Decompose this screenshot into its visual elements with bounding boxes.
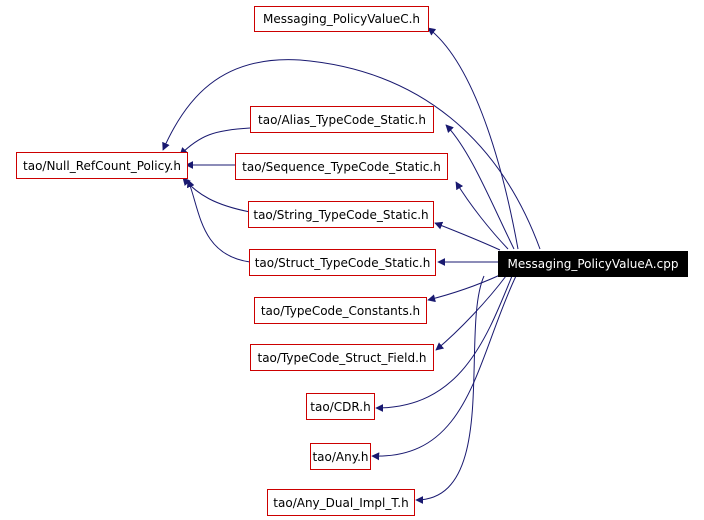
node-messaging-policy-value-a-root[interactable]: Messaging_PolicyValueA.cpp xyxy=(498,251,688,277)
node-string-typecode-static[interactable]: tao/String_TypeCode_Static.h xyxy=(248,201,434,228)
edge-root-any-dual-impl xyxy=(415,275,485,504)
node-sequence-typecode-static[interactable]: tao/Sequence_TypeCode_Static.h xyxy=(235,153,448,180)
node-typecode-constants[interactable]: tao/TypeCode_Constants.h xyxy=(254,297,427,324)
node-struct-typecode-static[interactable]: tao/Struct_TypeCode_Static.h xyxy=(249,249,436,276)
edge-struct-null-refcount xyxy=(186,179,251,263)
node-alias-typecode-static[interactable]: tao/Alias_TypeCode_Static.h xyxy=(250,106,434,133)
edge-root-cdr xyxy=(375,275,513,412)
edge-root-null-refcount xyxy=(162,59,541,250)
node-any-dual-impl-t[interactable]: tao/Any_Dual_Impl_T.h xyxy=(267,489,415,516)
edge-alias-null-refcount xyxy=(179,127,251,156)
node-any[interactable]: tao/Any.h xyxy=(310,443,371,470)
edge-root-typecode-constants xyxy=(427,274,501,303)
edge-root-string xyxy=(434,221,501,251)
edge-root-policy-value-c xyxy=(427,27,519,250)
edge-root-sequence xyxy=(455,181,509,250)
node-cdr[interactable]: tao/CDR.h xyxy=(306,393,375,420)
node-typecode-struct-field[interactable]: tao/TypeCode_Struct_Field.h xyxy=(250,344,434,371)
node-messaging-policy-value-c[interactable]: Messaging_PolicyValueC.h xyxy=(254,6,429,32)
edge-root-alias xyxy=(445,124,515,250)
edge-root-any xyxy=(371,275,517,461)
edge-root-typecode-struct-field xyxy=(435,275,507,351)
node-null-refcount-policy[interactable]: tao/Null_RefCount_Policy.h xyxy=(16,152,188,179)
